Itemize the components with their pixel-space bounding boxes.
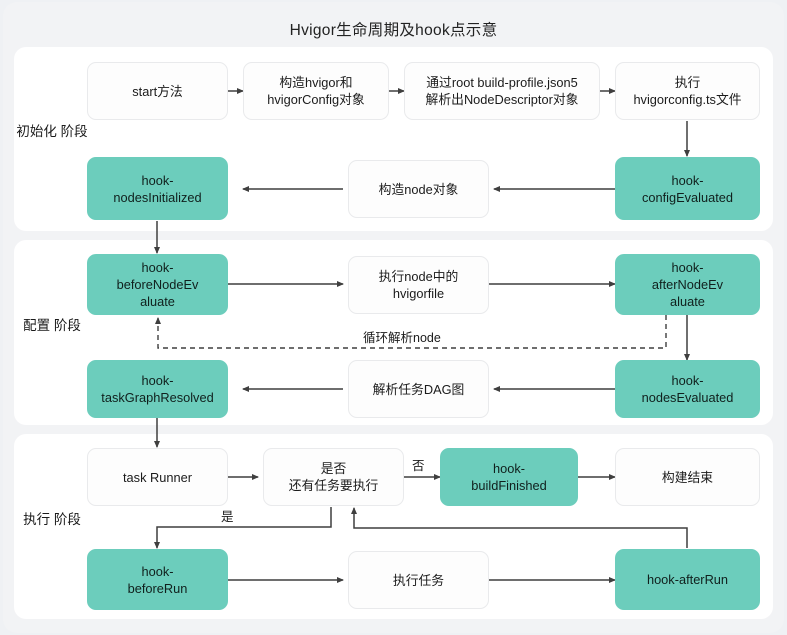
- edge-label-branch-yes: 是: [221, 510, 234, 524]
- node-hook-afterNodeEvaluate[interactable]: hook- afterNodeEv aluate: [615, 254, 760, 315]
- phase-label-configuration: 配置 阶段: [23, 318, 81, 333]
- page-title: Hvigor生命周期及hook点示意: [289, 22, 498, 39]
- node-build-end[interactable]: 构建结束: [615, 448, 760, 506]
- node-hook-beforeRun[interactable]: hook- beforeRun: [87, 549, 228, 610]
- node-hook-nodesEvaluated[interactable]: hook- nodesEvaluated: [615, 360, 760, 418]
- node-hook-taskGraphResolved[interactable]: hook- taskGraphResolved: [87, 360, 228, 418]
- node-build-hvigor-config[interactable]: 构造hvigor和 hvigorConfig对象: [243, 62, 389, 120]
- node-run-hvigorconfig-ts[interactable]: 执行 hvigorconfig.ts文件: [615, 62, 760, 120]
- node-hook-afterRun[interactable]: hook-afterRun: [615, 549, 760, 610]
- node-start-method[interactable]: start方法: [87, 62, 228, 120]
- node-parse-node-descriptor[interactable]: 通过root build-profile.json5 解析出NodeDescri…: [404, 62, 600, 120]
- node-hook-buildFinished[interactable]: hook- buildFinished: [440, 448, 578, 506]
- node-more-tasks-decision[interactable]: 是否 还有任务要执行: [263, 448, 404, 506]
- edge-label-loop-parse-node: 循环解析node: [363, 331, 441, 345]
- node-run-hvigorfile[interactable]: 执行node中的 hvigorfile: [348, 256, 489, 314]
- phase-label-execution: 执行 阶段: [23, 512, 81, 527]
- edge-label-branch-no: 否: [412, 459, 425, 473]
- node-hook-beforeNodeEvaluate[interactable]: hook- beforeNodeEv aluate: [87, 254, 228, 315]
- node-hook-configEvaluated[interactable]: hook- configEvaluated: [615, 157, 760, 220]
- node-task-runner[interactable]: task Runner: [87, 448, 228, 506]
- node-hook-nodesInitialized[interactable]: hook- nodesInitialized: [87, 157, 228, 220]
- node-run-task[interactable]: 执行任务: [348, 551, 489, 609]
- phase-label-initialization: 初始化 阶段: [16, 124, 88, 139]
- node-parse-task-dag[interactable]: 解析任务DAG图: [348, 360, 489, 418]
- node-build-node-object[interactable]: 构造node对象: [348, 160, 489, 218]
